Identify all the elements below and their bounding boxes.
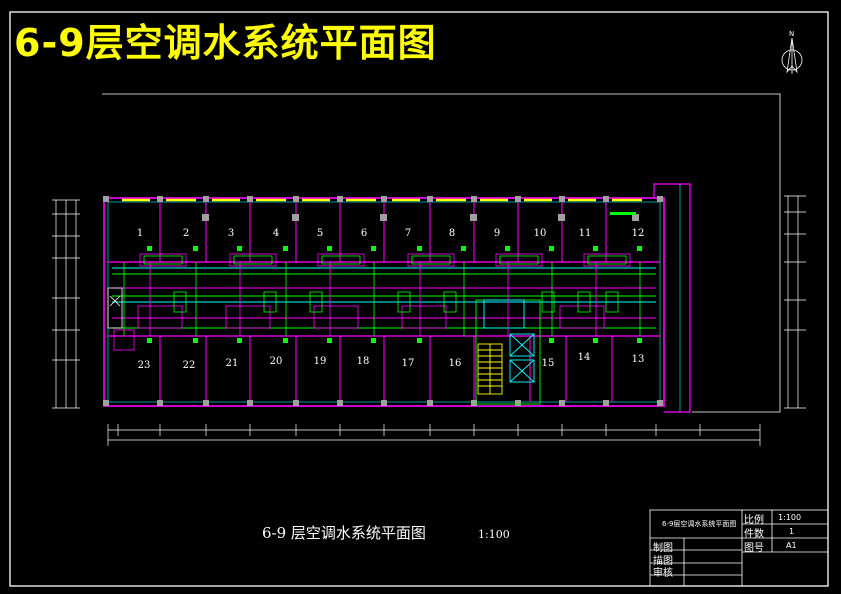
title-block-sheet-label: 图号 <box>744 543 764 554</box>
dimension-left <box>52 199 80 409</box>
room-label: 21 <box>226 358 239 369</box>
chilled-water-pipes <box>112 267 656 329</box>
room-label: 9 <box>494 228 500 239</box>
room-label: 20 <box>270 356 283 367</box>
drawing-frame <box>9 11 829 587</box>
room-partitions <box>159 202 613 402</box>
title-block-reviewed-by: 审核 <box>653 568 673 579</box>
room-label: 1 <box>137 228 143 239</box>
drawing-title: 6-9层空调水系统平面图 <box>14 21 437 65</box>
room-label: 18 <box>357 356 370 367</box>
room-label: 13 <box>632 354 645 365</box>
svg-text:N: N <box>789 30 794 38</box>
title-block <box>649 509 829 587</box>
room-labels-north: 1 2 3 4 5 6 7 8 9 10 11 12 <box>137 228 645 239</box>
room-label: 7 <box>405 228 411 239</box>
title-block-count-label: 件数 <box>744 529 764 540</box>
stair-elevator-core <box>475 299 541 405</box>
west-entry <box>107 287 135 351</box>
title-block-drawn-by: 制图 <box>653 543 673 554</box>
dimension-right <box>784 195 806 409</box>
room-label: 10 <box>534 228 547 239</box>
title-block-count-value: 1 <box>789 527 795 536</box>
room-label: 17 <box>402 358 415 369</box>
room-labels-south: 23 22 21 20 19 18 17 16 15 14 13 <box>138 352 645 371</box>
drawing-subtitle: 6-9 层空调水系统平面图 <box>262 524 426 542</box>
fan-coil-units-north <box>139 253 631 267</box>
room-label: 2 <box>183 228 189 239</box>
structural-columns <box>103 196 663 406</box>
drawing-scale-note: 1:100 <box>478 528 510 541</box>
room-label: 23 <box>138 360 151 371</box>
fan-coil-units-south <box>137 291 619 329</box>
room-label: 15 <box>542 358 555 369</box>
room-label: 19 <box>314 356 327 367</box>
room-label: 5 <box>317 228 323 239</box>
title-block-scale-value: 1:100 <box>778 513 802 522</box>
east-annex <box>653 183 691 413</box>
room-label: 6 <box>361 228 367 239</box>
room-label: 4 <box>273 228 279 239</box>
room-label: 3 <box>228 228 234 239</box>
room-label: 12 <box>632 228 645 239</box>
floor-slab-outline <box>102 93 781 413</box>
branch-pipes <box>123 262 641 336</box>
room-label: 14 <box>578 352 591 363</box>
dimension-bottom <box>107 424 761 446</box>
north-arrow-icon: N <box>781 30 803 74</box>
room-label: 11 <box>579 228 592 239</box>
title-block-drawing-name: 6-9层空调水系统平面图 <box>662 520 737 528</box>
title-block-sheet-value: A1 <box>786 541 797 550</box>
room-label: 16 <box>449 358 462 369</box>
room-label: 22 <box>183 360 196 371</box>
room-label: 8 <box>449 228 455 239</box>
title-block-traced-by: 描图 <box>653 556 673 567</box>
title-block-scale-label: 比例 <box>744 515 764 526</box>
valve-markers <box>147 212 642 343</box>
